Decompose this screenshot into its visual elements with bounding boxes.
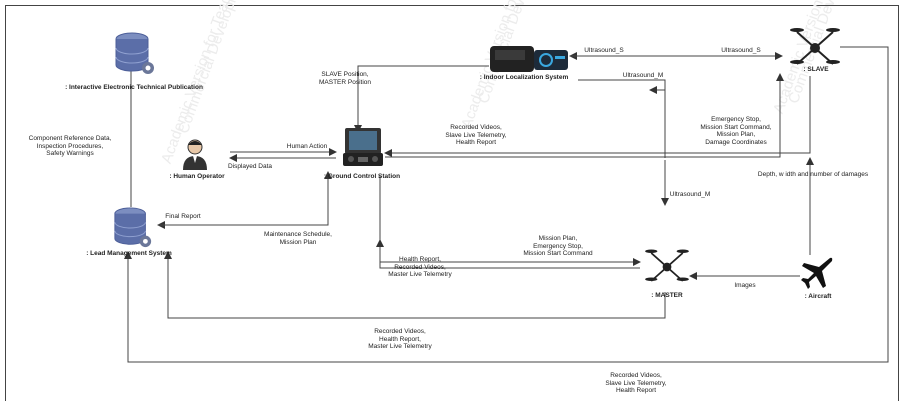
edge-label-op-gcs: Human Action bbox=[287, 143, 327, 151]
edge-label-aircraft-slave: Depth, w idth and number of damages bbox=[758, 171, 868, 179]
node-label-gcs: : Ground Control Station bbox=[324, 173, 400, 181]
edge-label-master-ils: Ultrasound_M bbox=[670, 191, 710, 199]
edge-ils-gcs bbox=[358, 66, 489, 132]
edge-slave-lms bbox=[128, 47, 888, 362]
edge-label-gcs-op: Displayed Data bbox=[228, 163, 272, 171]
edge-label-slave-lms: Recorded Videos,Slave Live Telemetry,Hea… bbox=[605, 372, 666, 395]
edge-label-ietp-lms: Component Reference Data,Inspection Proc… bbox=[29, 135, 112, 158]
drone-icon bbox=[789, 24, 841, 72]
edge-label-slave-gcs: Recorded Videos,Slave Live Telemetry,Hea… bbox=[445, 124, 506, 147]
node-label-slave: : SLAVE bbox=[803, 66, 828, 74]
database-icon bbox=[112, 207, 154, 249]
database-icon bbox=[114, 32, 156, 76]
edge-label-gcs-slave: Emergency Stop,Mission Start Command,Mis… bbox=[700, 116, 771, 146]
edge-label-master-gcs: Health Report,Recorded Videos,Master Liv… bbox=[388, 256, 451, 279]
edge-ils-master-top bbox=[578, 80, 665, 158]
drone-icon bbox=[641, 246, 693, 288]
edge-label-ils-master-top: Ultrasound_M bbox=[623, 72, 663, 80]
node-label-aircraft: : Aircraft bbox=[805, 293, 832, 301]
edge-label-aircraft-master: Images bbox=[734, 282, 755, 290]
ground-control-station-icon bbox=[343, 128, 383, 168]
airplane-icon bbox=[800, 256, 834, 290]
node-label-ietp: : Interactive Electronic Technical Publi… bbox=[65, 84, 203, 92]
edge-label-master-lms: Recorded Videos,Health Report,Master Liv… bbox=[368, 328, 431, 351]
edge-label-slave-ils: Ultrasound_S bbox=[584, 47, 623, 55]
edge-label-gcs-master: Mission Plan,Emergency Stop,Mission Star… bbox=[523, 235, 592, 258]
user-icon bbox=[182, 139, 208, 171]
edge-label-lms-gcs: Maintenance Schedule,Mission Plan bbox=[264, 231, 332, 246]
localization-device-icon bbox=[490, 46, 570, 74]
node-label-ils: : Indoor Localization System bbox=[480, 74, 568, 82]
node-label-lms: : Lead Management System bbox=[86, 250, 172, 258]
node-label-master: : MASTER bbox=[651, 292, 682, 300]
edge-label-ils-gcs: SLAVE Position,MASTER Position bbox=[319, 71, 371, 86]
edge-label-ils-slave: Ultrasound_S bbox=[721, 47, 760, 55]
edge-label-gcs-lms: Final Report bbox=[165, 213, 200, 221]
node-label-operator: : Human Operator bbox=[169, 173, 224, 181]
